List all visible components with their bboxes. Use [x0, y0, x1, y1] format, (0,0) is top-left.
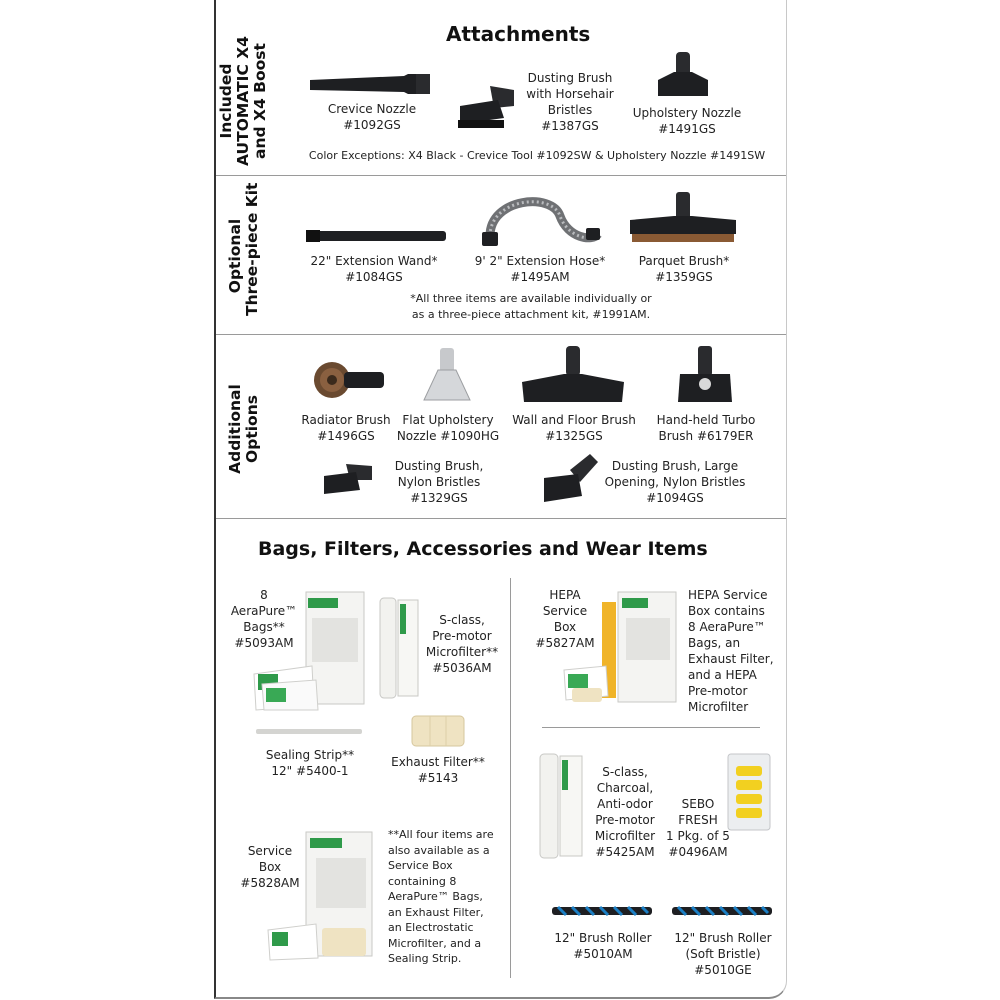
- dusting-brush-nylon-image: [324, 464, 372, 494]
- side-line: Additional: [226, 384, 244, 474]
- charcoal-microfilter-image: [539, 753, 583, 859]
- side-label-included: Included AUTOMATIC X4 and X4 Boost: [217, 36, 272, 166]
- service-box-image: [267, 831, 373, 961]
- attachments-heading: Attachments: [446, 22, 591, 46]
- flat-upholstery-nozzle-image: [423, 348, 471, 401]
- brush-roller-image: [552, 905, 652, 917]
- column-divider: [510, 578, 511, 978]
- section-divider: [216, 175, 786, 176]
- product-sheet: Included AUTOMATIC X4 and X4 Boost Attac…: [214, 0, 787, 999]
- extension-hose-caption: 9' 2" Extension Hose* #1495AM: [474, 254, 606, 284]
- radiator-brush-image: [314, 362, 384, 398]
- aerapure-bags-image: [253, 591, 365, 711]
- turbo-brush-caption: Hand-held Turbo Brush #6179ER: [656, 413, 756, 443]
- flat-upholstery-nozzle-caption: Flat Upholstery Nozzle #1090HG: [396, 413, 500, 443]
- brush-roller-caption: 12" Brush Roller #5010AM: [554, 931, 652, 961]
- side-label-additional: Additional Options: [226, 379, 265, 479]
- dusting-brush-nylon-caption: Dusting Brush, Nylon Bristles #1329GS: [394, 459, 484, 505]
- three-piece-kit-note: *All three items are available individua…: [410, 292, 652, 321]
- dusting-brush-horsehair-caption: Dusting Brush with Horsehair Bristles #1…: [526, 71, 614, 133]
- brush-roller-soft-image: [672, 905, 772, 917]
- sebo-fresh-image: [727, 753, 771, 831]
- upholstery-nozzle-image: [658, 52, 708, 96]
- wall-floor-brush-caption: Wall and Floor Brush #1325GS: [512, 413, 636, 443]
- brush-roller-soft-caption: 12" Brush Roller (Soft Bristle) #5010GE: [674, 931, 772, 977]
- upholstery-nozzle-caption: Upholstery Nozzle #1491GS: [632, 106, 742, 136]
- sebo-fresh-caption: SEBO FRESH 1 Pkg. of 5 #0496AM: [666, 797, 730, 859]
- side-label-optional: Optional Three-piece Kit: [226, 182, 265, 316]
- dusting-brush-large-caption: Dusting Brush, Large Opening, Nylon Bris…: [604, 459, 746, 505]
- section-divider: [216, 518, 786, 519]
- parquet-brush-image: [630, 192, 736, 242]
- crevice-nozzle-caption: Crevice Nozzle #1092GS: [327, 102, 417, 132]
- wall-floor-brush-image: [522, 346, 624, 402]
- exhaust-filter-caption: Exhaust Filter** #5143: [391, 755, 485, 785]
- s-class-microfilter-caption: S-class, Pre-motor Microfilter** #5036AM: [425, 613, 499, 675]
- extension-wand-caption: 22" Extension Wand* #1084GS: [310, 254, 438, 284]
- service-box-note: **All four items are also available as a…: [388, 828, 494, 965]
- side-line: AUTOMATIC X4: [234, 36, 252, 166]
- side-line: Options: [243, 395, 261, 463]
- extension-hose-image: [482, 197, 602, 246]
- hepa-service-box-image: [563, 591, 677, 703]
- crevice-nozzle-image: [310, 74, 430, 94]
- turbo-brush-image: [678, 346, 732, 402]
- side-line: Three-piece Kit: [243, 182, 261, 316]
- hepa-contents-note: HEPA Service Box contains 8 AeraPure™ Ba…: [688, 588, 774, 714]
- sealing-strip-image: [256, 729, 362, 734]
- hepa-service-box-caption: HEPA Service Box #5827AM: [535, 588, 595, 650]
- sealing-strip-caption: Sealing Strip** 12" #5400-1: [265, 748, 355, 778]
- radiator-brush-caption: Radiator Brush #1496GS: [301, 413, 391, 443]
- aerapure-bags-caption: 8 AeraPure™ Bags** #5093AM: [230, 588, 298, 650]
- s-class-microfilter-image: [379, 597, 419, 699]
- section-divider: [216, 334, 786, 335]
- exhaust-filter-image: [411, 715, 465, 747]
- color-exceptions-note: Color Exceptions: X4 Black - Crevice Too…: [308, 149, 766, 162]
- service-box-caption: Service Box #5828AM: [240, 844, 300, 890]
- side-line: Included: [217, 63, 235, 139]
- dusting-brush-horsehair-image: [458, 86, 514, 128]
- charcoal-microfilter-caption: S-class, Charcoal, Anti-odor Pre-motor M…: [594, 765, 656, 859]
- right-divider: [542, 727, 760, 728]
- side-line: Optional: [226, 218, 244, 294]
- extension-wand-image: [306, 230, 446, 242]
- dusting-brush-large-image: [544, 454, 598, 502]
- side-line: and X4 Boost: [251, 43, 269, 159]
- parquet-brush-caption: Parquet Brush* #1359GS: [638, 254, 730, 284]
- bags-heading: Bags, Filters, Accessories and Wear Item…: [258, 538, 708, 560]
